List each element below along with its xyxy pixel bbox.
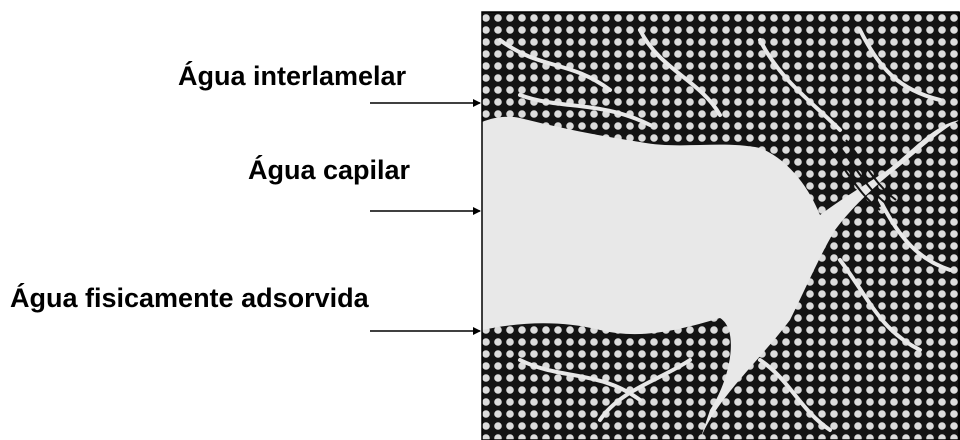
solid-band-bottom: [482, 318, 731, 440]
